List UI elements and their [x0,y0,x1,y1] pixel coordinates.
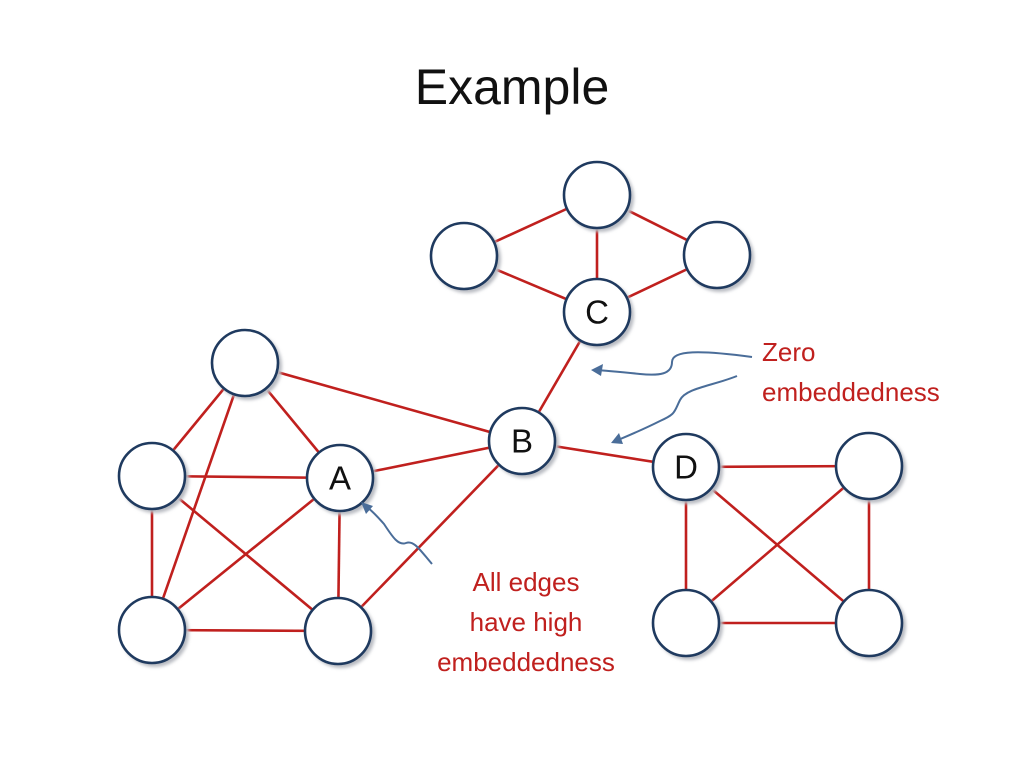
node-right-top-right [834,431,906,503]
edge-l-a-bottomleft [151,476,341,632]
slide-title: Example [414,59,610,115]
edge-r-topright-bottomleft [685,465,870,624]
arrow-zero-to-bd [611,375,738,444]
annotation-zero-line-2: embeddedness [762,377,940,407]
arrow-zero-to-bc [591,351,753,376]
annotation-high-embeddedness: All edges have high embeddedness [410,562,642,682]
node-label-b: B [511,423,533,460]
node-label-a: A [329,460,351,497]
annotation-zero-line-1: Zero [762,337,816,367]
annotation-arrows [361,351,753,565]
annotation-high-line-3: embeddedness [437,647,615,677]
annotation-high-line-1: All edges [472,567,580,597]
node-left-top [210,328,282,400]
node-top [562,160,634,232]
node-top-right [682,220,754,292]
node-right-bottom-left [651,588,723,660]
node-top-left [429,221,501,293]
nodes: C B A [117,160,906,668]
edge-l-top-bottomleft [150,362,247,631]
node-d: D [651,432,723,504]
node-left-bottom-right [303,596,375,668]
node-right-bottom-right [834,588,906,660]
node-c: C [562,277,634,349]
arrow-high-to-a [361,502,433,565]
node-a: A [305,443,377,515]
node-label-c: C [585,294,609,331]
node-label-d: D [674,449,698,486]
annotation-high-line-2: have high [469,607,583,637]
node-b: B [487,406,559,478]
node-left-left [117,441,189,513]
edge-b-left-top [244,361,523,443]
node-left-bottom-left [117,595,189,667]
edge-b-left-bottomright [337,440,523,632]
annotation-zero-embeddedness: Zero embeddedness [762,332,940,412]
